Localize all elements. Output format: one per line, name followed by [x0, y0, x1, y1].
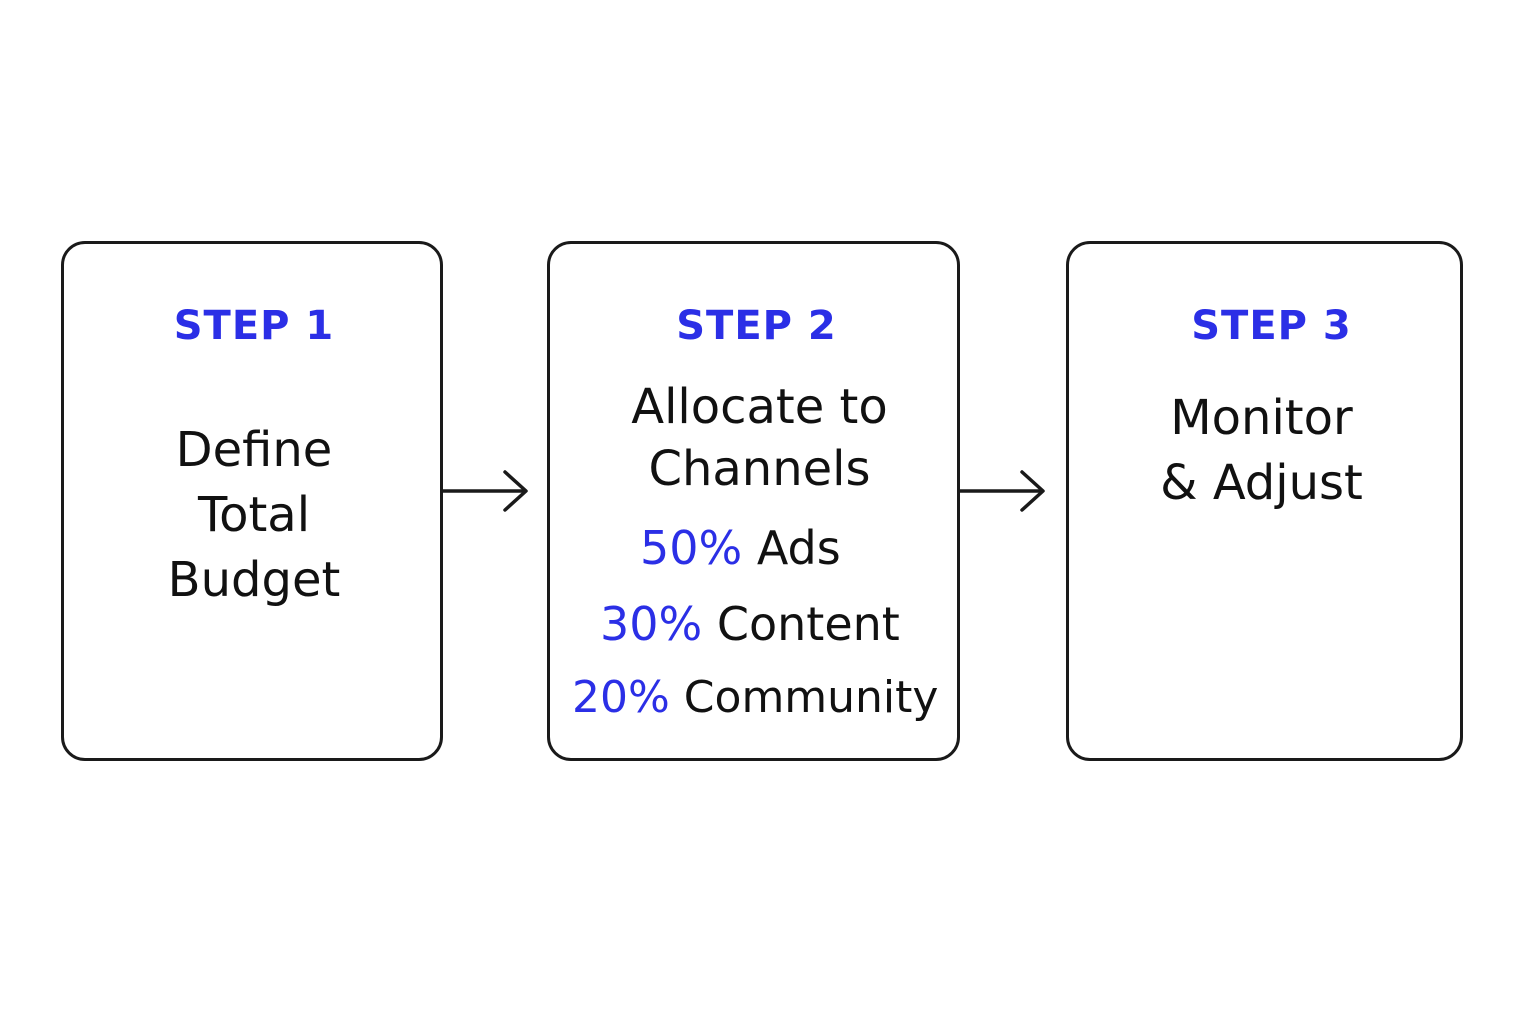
- allocation-percent: 20%: [572, 672, 670, 723]
- step-3-label: STEP 3: [1191, 303, 1352, 349]
- right-arrow-icon: [441, 470, 528, 512]
- allocation-channel: Content: [716, 597, 900, 651]
- step-1-title-line: Budget: [167, 552, 341, 608]
- step-3-card: STEP 3 Monitor & Adjust: [1066, 241, 1463, 761]
- allocation-channel: Community: [683, 672, 939, 723]
- step-3-title-line: & Adjust: [1160, 455, 1363, 511]
- step-1-title-line: Define: [175, 422, 333, 478]
- step-2-label: STEP 2: [676, 303, 837, 349]
- allocation-item: 30% Content: [600, 596, 900, 652]
- step-2-title-line: Allocate to: [631, 379, 888, 435]
- step-3-title: Monitor & Adjust: [1066, 386, 1457, 516]
- step-2-title: Allocate to Channels: [556, 376, 963, 500]
- step-1-title: Define Total Budget: [66, 418, 442, 613]
- allocation-channel: Ads: [756, 521, 841, 575]
- allocation-item: 50% Ads: [640, 520, 841, 576]
- step-2-card: STEP 2 Allocate to Channels 50% Ads 30% …: [547, 241, 960, 761]
- step-3-title-line: Monitor: [1170, 390, 1353, 446]
- allocation-item: 20% Community: [572, 670, 938, 726]
- step-2-title-line: Channels: [648, 441, 871, 497]
- step-1-title-line: Total: [197, 487, 311, 543]
- step-1-card: STEP 1 Define Total Budget: [61, 241, 443, 761]
- step-1-label: STEP 1: [173, 303, 335, 349]
- right-arrow-icon: [958, 470, 1045, 512]
- allocation-percent: 50%: [640, 521, 743, 575]
- allocation-percent: 30%: [600, 597, 703, 651]
